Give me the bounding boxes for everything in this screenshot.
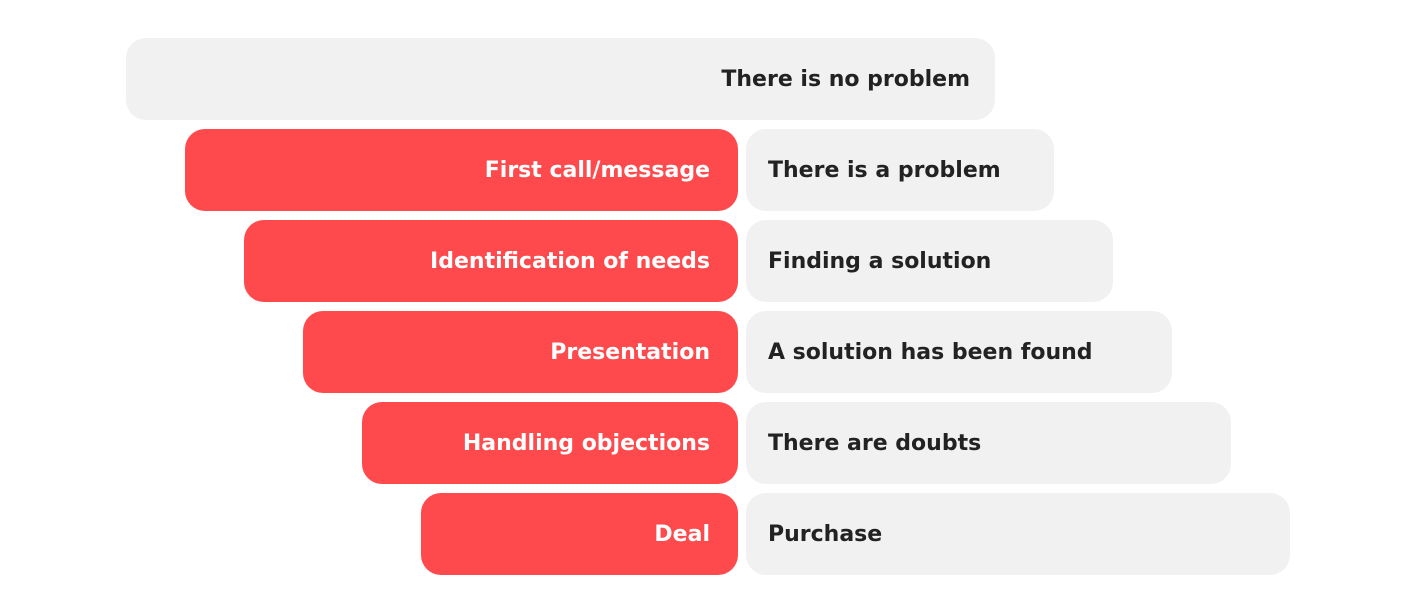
stage-label: Identification of needs bbox=[430, 248, 710, 274]
stage-label: Presentation bbox=[550, 339, 710, 365]
state-label: A solution has been found bbox=[768, 339, 1093, 365]
state-box-finding-solution: Finding a solution bbox=[746, 220, 1113, 302]
state-label: Finding a solution bbox=[768, 248, 992, 274]
state-box-doubts: There are doubts bbox=[746, 402, 1231, 484]
state-label: There are doubts bbox=[768, 430, 982, 456]
stage-label: Handling objections bbox=[462, 430, 710, 456]
state-box-problem: There is a problem bbox=[746, 129, 1054, 211]
state-box-purchase: Purchase bbox=[746, 493, 1290, 575]
state-label-top: There is no problem bbox=[721, 66, 970, 92]
stage-label: First call/message bbox=[484, 157, 710, 183]
state-label: There is a problem bbox=[768, 157, 1001, 183]
stage-box-identification: Identification of needs bbox=[244, 220, 738, 302]
state-label: Purchase bbox=[768, 521, 883, 547]
state-box-solution-found: A solution has been found bbox=[746, 311, 1172, 393]
stage-box-objections: Handling objections bbox=[362, 402, 738, 484]
stage-box-first-call: First call/message bbox=[185, 129, 738, 211]
stage-label: Deal bbox=[654, 521, 710, 547]
state-box-top: There is no problem bbox=[126, 38, 995, 120]
stage-box-presentation: Presentation bbox=[303, 311, 738, 393]
stage-box-deal: Deal bbox=[421, 493, 738, 575]
